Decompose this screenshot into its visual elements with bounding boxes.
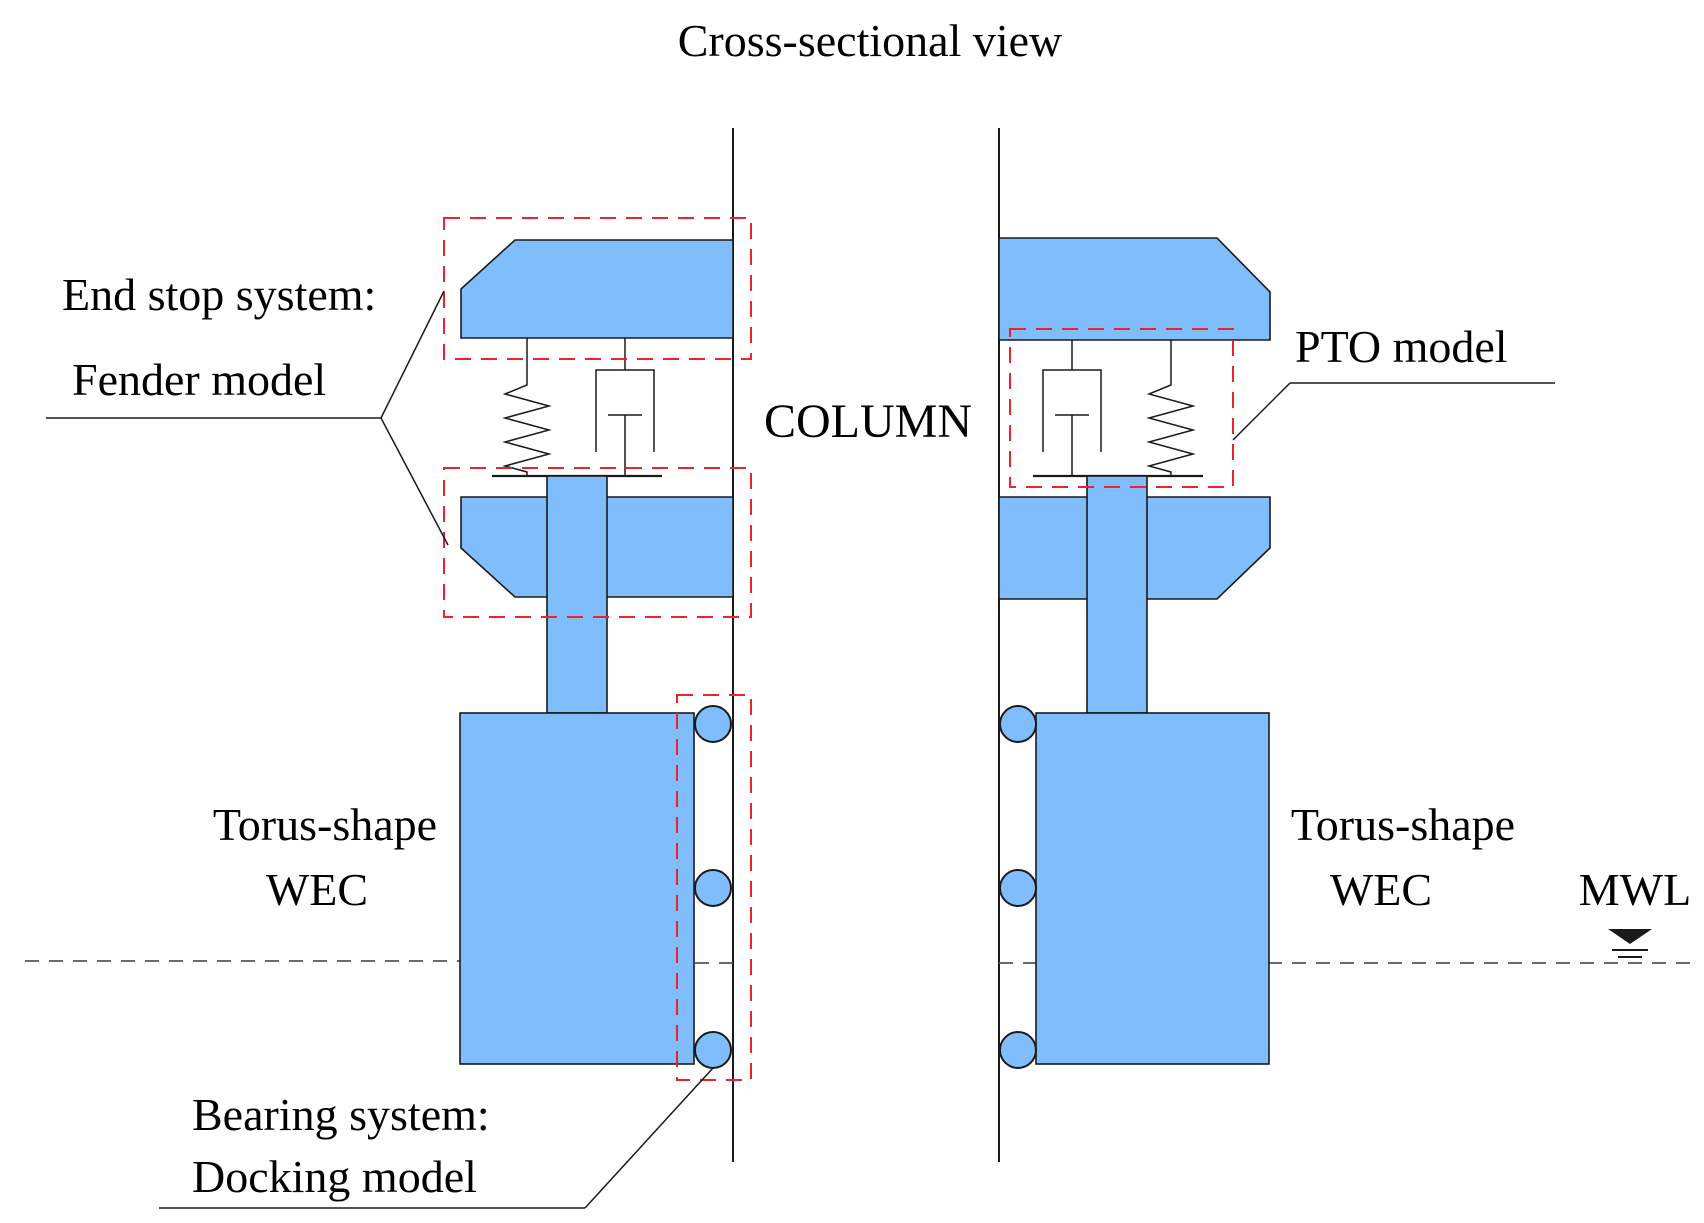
- left-bearing-roller-top: [694, 705, 732, 743]
- right-torus-body: [1035, 712, 1270, 1065]
- pto-leader-lines: [1232, 382, 1555, 441]
- right-pto-rod: [1086, 475, 1148, 714]
- mwl-symbol: [1608, 929, 1652, 958]
- right-bearing-roller-top: [999, 705, 1037, 743]
- left-bearing-roller-middle: [694, 869, 732, 907]
- end-stop-label: End stop system:: [62, 269, 376, 320]
- left-pto-rod: [546, 475, 608, 714]
- fender-model-label: Fender model: [72, 354, 326, 405]
- right-torus-label-line2: WEC: [1330, 864, 1432, 915]
- right-torus-label-line1: Torus-shape: [1291, 799, 1515, 850]
- right-damper: [1042, 340, 1102, 476]
- pto-model-box: [1009, 328, 1234, 488]
- left-upper-fender-box: [443, 217, 752, 360]
- fender-leader-lines: [46, 290, 449, 546]
- left-lower-fender-box: [443, 467, 752, 618]
- left-torus-label-line1: Torus-shape: [213, 799, 437, 850]
- right-bearing-roller-bottom: [999, 1031, 1037, 1069]
- left-torus-label-line2: WEC: [266, 864, 368, 915]
- right-upper-end-stop: [998, 237, 1271, 341]
- column-label: COLUMN: [764, 395, 972, 448]
- left-torus-body: [459, 712, 695, 1065]
- right-spring: [1146, 340, 1196, 476]
- docking-model-label: Docking model: [192, 1151, 477, 1202]
- left-upper-end-stop: [460, 239, 734, 339]
- left-bearing-roller-bottom: [694, 1031, 732, 1069]
- diagram-title: Cross-sectional view: [678, 15, 1063, 66]
- bearing-system-label: Bearing system:: [192, 1089, 490, 1140]
- bearing-leader-lines: [159, 1067, 714, 1209]
- left-spring: [502, 338, 552, 476]
- mwl-label: MWL: [1579, 864, 1691, 915]
- pto-model-label: PTO model: [1295, 321, 1508, 372]
- bearing-system-box: [676, 694, 752, 1081]
- right-bearing-roller-middle: [999, 869, 1037, 907]
- left-damper: [595, 338, 655, 476]
